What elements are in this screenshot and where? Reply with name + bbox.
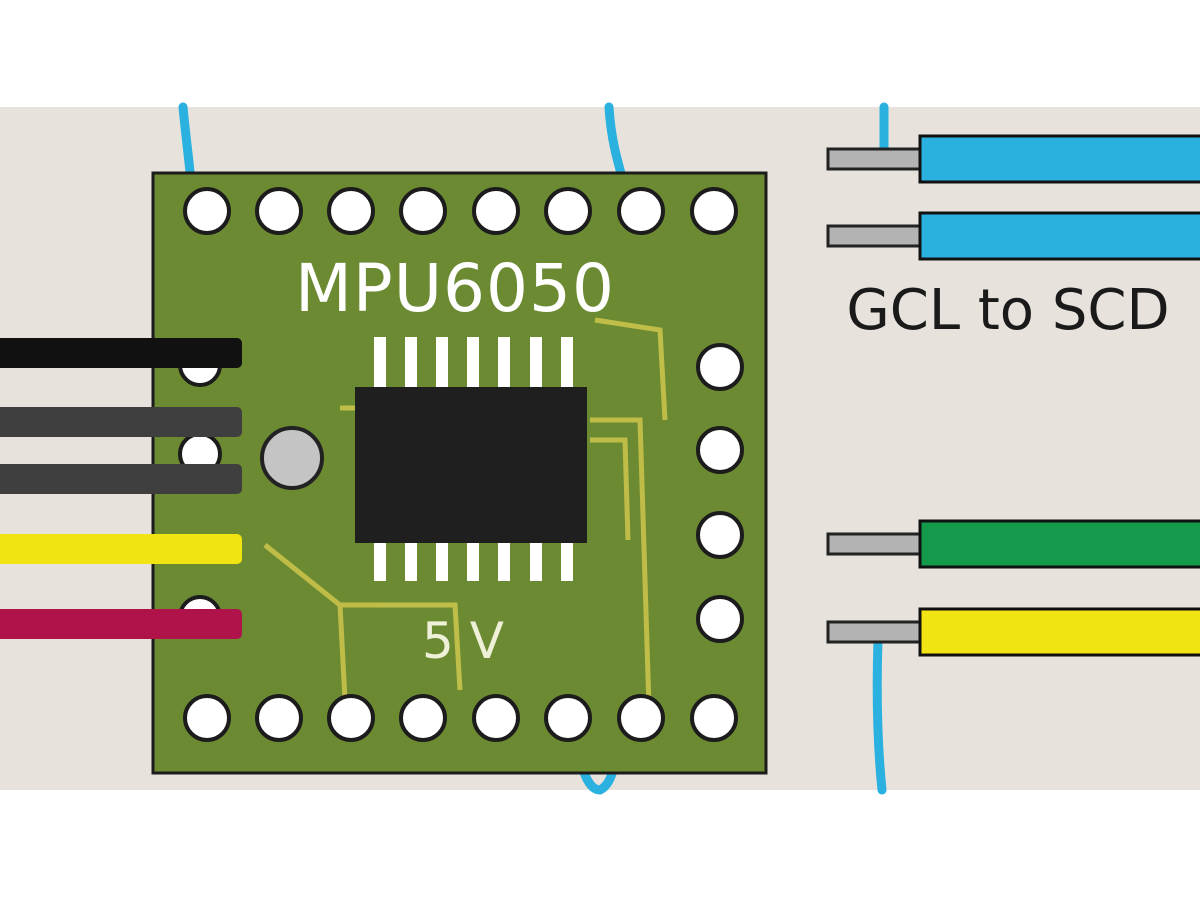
chip-pin-bottom-5 — [498, 541, 510, 581]
wire-yellow-right-assembly — [826, 607, 1200, 657]
wire-green-connector — [826, 532, 924, 556]
wire-blue-2-assembly — [826, 211, 1200, 261]
chip-top-pins — [374, 337, 573, 389]
left-wires — [0, 338, 242, 639]
chip-pin-top-2 — [405, 337, 417, 389]
wire-black — [0, 338, 242, 368]
pin-hole-bottom-2 — [255, 694, 303, 742]
pin-hole-bottom-5 — [472, 694, 520, 742]
chip-pin-bottom-7 — [561, 541, 573, 581]
pin-hole-top-6 — [544, 187, 592, 235]
board-label: MPU6050 — [295, 250, 615, 327]
pin-hole-right-4 — [696, 595, 744, 643]
pin-hole-bottom-3 — [327, 694, 375, 742]
pin-hole-top-4 — [399, 187, 447, 235]
right-caption: GCL to SCD — [846, 278, 1169, 343]
pin-hole-bottom-1 — [183, 694, 231, 742]
chip-pin-bottom-1 — [374, 541, 386, 581]
wire-blue-2 — [918, 211, 1200, 261]
wire-blue-2-connector — [826, 224, 924, 248]
wire-dark-gray-1 — [0, 407, 242, 437]
wire-magenta — [0, 609, 242, 639]
chip-pin-top-4 — [467, 337, 479, 389]
chip-pin-top-7 — [561, 337, 573, 389]
ic-chip — [355, 337, 587, 581]
pin-hole-bottom-8 — [690, 694, 738, 742]
pin-hole-top-5 — [472, 187, 520, 235]
pin-hole-bottom-6 — [544, 694, 592, 742]
wire-yellow-right — [918, 607, 1200, 657]
pin-hole-bottom-4 — [399, 694, 447, 742]
wire-dark-gray-2 — [0, 464, 242, 494]
pin-hole-top-7 — [617, 187, 665, 235]
chip-pin-top-3 — [436, 337, 448, 389]
chip-pin-top-1 — [374, 337, 386, 389]
trace-mid — [340, 602, 463, 691]
pin-hole-right-1 — [696, 343, 744, 391]
chip-pin-bottom-3 — [436, 541, 448, 581]
chip-pin-bottom-4 — [467, 541, 479, 581]
jumper-bottom-right — [872, 635, 887, 795]
chip-body — [355, 387, 587, 543]
pin-hole-right-3 — [696, 511, 744, 559]
chip-pin-bottom-6 — [530, 541, 542, 581]
trace-right-1 — [590, 417, 653, 741]
chip-bottom-pins — [374, 541, 573, 581]
pin-hole-top-1 — [183, 187, 231, 235]
pin-hole-bottom-7 — [617, 694, 665, 742]
wire-yellow — [0, 534, 242, 564]
pin-hole-top-8 — [690, 187, 738, 235]
chip-pin-top-5 — [498, 337, 510, 389]
right-wires — [826, 134, 1200, 657]
wire-green — [918, 519, 1200, 569]
wire-blue-1-connector — [826, 147, 924, 171]
trace-top — [594, 317, 668, 421]
chip-pin-top-6 — [530, 337, 542, 389]
wire-yellow-right-connector — [826, 620, 924, 644]
trace-right-2 — [590, 437, 631, 541]
wire-green-assembly — [826, 519, 1200, 569]
wire-blue-1 — [918, 134, 1200, 184]
mounting-hole — [260, 426, 324, 490]
pcb-traces — [263, 317, 668, 741]
chip-pin-bottom-2 — [405, 541, 417, 581]
pin-hole-top-2 — [255, 187, 303, 235]
pin-hole-top-3 — [327, 187, 375, 235]
wire-blue-1-assembly — [826, 134, 1200, 184]
pin-hole-right-2 — [696, 426, 744, 474]
pin-holes — [178, 187, 744, 742]
voltage-label: 5 V — [422, 612, 504, 670]
